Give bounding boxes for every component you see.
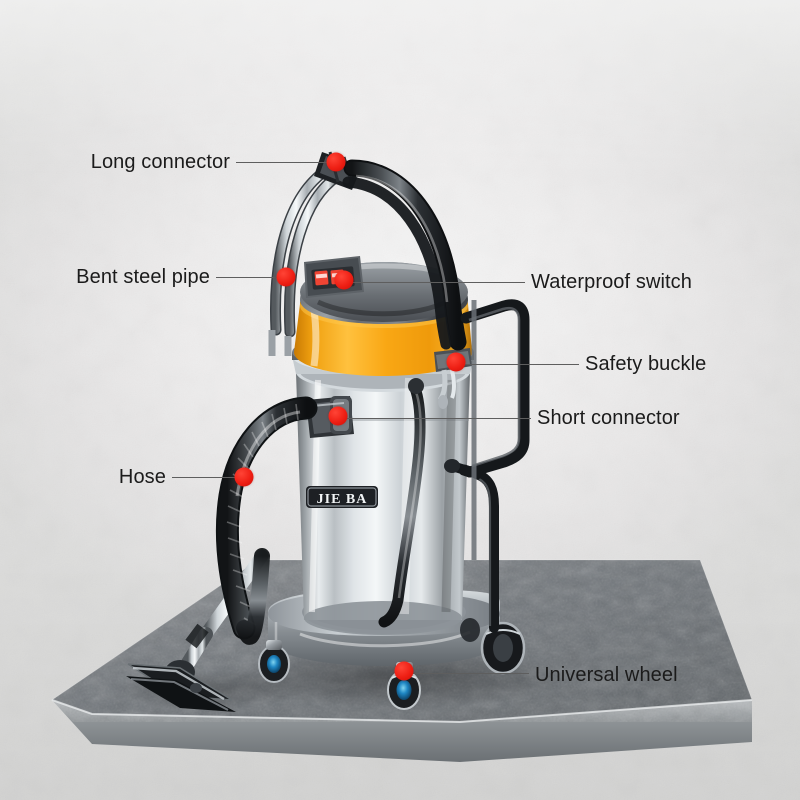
svg-text:JIE BA: JIE BA bbox=[317, 492, 368, 507]
rear-wheel-left bbox=[258, 640, 290, 683]
callout-label-short-connector: Short connector bbox=[537, 407, 680, 429]
callout-label-universal-wheel: Universal wheel bbox=[535, 664, 678, 686]
callout-dot-waterproof-switch bbox=[334, 270, 354, 290]
callout-label-long-connector: Long connector bbox=[90, 151, 230, 173]
callout-leader-short-connector bbox=[346, 418, 531, 419]
callout-label-bent-steel-pipe: Bent steel pipe bbox=[76, 266, 210, 288]
callout-dot-bent-steel-pipe bbox=[276, 267, 296, 287]
callout-leader-bent-steel-pipe bbox=[216, 277, 284, 278]
bent-steel-pipe-assembly bbox=[268, 162, 344, 356]
callout-leader-waterproof-switch bbox=[352, 282, 525, 283]
callout-label-safety-buckle: Safety buckle bbox=[585, 353, 707, 375]
callout-leader-long-connector bbox=[236, 162, 332, 163]
callout-leader-hose bbox=[172, 477, 238, 478]
callout-leader-universal-wheel bbox=[412, 673, 529, 674]
callout-leader-safety-buckle bbox=[464, 364, 579, 365]
callout-dot-short-connector bbox=[328, 406, 348, 426]
push-handle-frame bbox=[444, 299, 530, 633]
callout-dot-hose bbox=[234, 467, 254, 487]
callout-label-waterproof-switch: Waterproof switch bbox=[531, 271, 693, 293]
rear-wheel-right bbox=[480, 621, 526, 675]
rear-caster-far bbox=[460, 618, 480, 642]
upper-flex-hose bbox=[342, 159, 467, 351]
callout-dot-long-connector bbox=[326, 152, 346, 172]
callout-label-hose: Hose bbox=[118, 466, 166, 488]
brand-badge: JIE BA bbox=[306, 486, 378, 508]
callout-dot-safety-buckle bbox=[446, 352, 466, 372]
suction-hose bbox=[215, 396, 318, 645]
callout-dot-universal-wheel bbox=[394, 661, 414, 681]
